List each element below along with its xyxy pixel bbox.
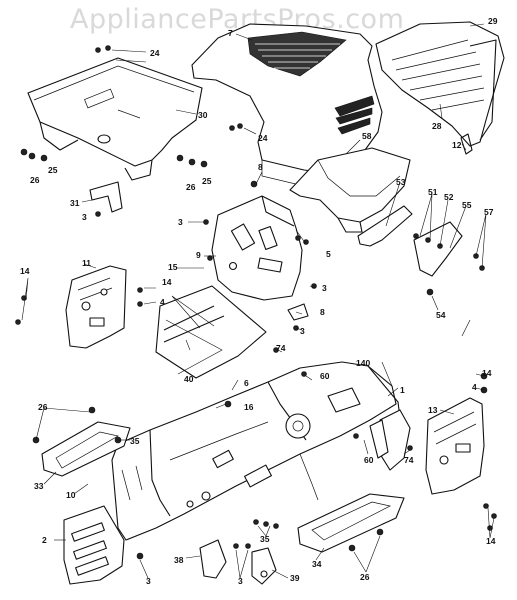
callout-3: 3 xyxy=(322,283,327,293)
callout-28: 28 xyxy=(432,121,442,131)
callout-26: 26 xyxy=(186,182,196,192)
callout-57: 57 xyxy=(484,207,494,217)
callout-8: 8 xyxy=(320,307,325,317)
callout-24: 24 xyxy=(150,48,160,58)
dash-panel xyxy=(27,57,203,181)
callout-14: 14 xyxy=(486,536,496,546)
callout-55: 55 xyxy=(462,200,472,210)
callout-3: 3 xyxy=(178,217,183,227)
callout-3: 3 xyxy=(300,326,305,336)
callout-8: 8 xyxy=(258,162,263,172)
callout-51: 51 xyxy=(428,187,438,197)
bracket-38 xyxy=(199,539,227,579)
callout-40: 40 xyxy=(184,374,194,384)
callout-3: 3 xyxy=(238,576,243,586)
air-baffle xyxy=(289,147,411,233)
callout-30: 30 xyxy=(198,110,208,120)
callout-4: 4 xyxy=(472,382,477,392)
callout-11: 11 xyxy=(82,258,91,268)
callout-9: 9 xyxy=(196,250,201,260)
rear-plate xyxy=(63,505,125,585)
callout-10: 10 xyxy=(66,490,76,500)
callout-2: 2 xyxy=(42,535,47,545)
fastener-group xyxy=(15,45,497,560)
callout-26: 26 xyxy=(360,572,370,582)
callout-25: 25 xyxy=(202,176,212,186)
hood-latch xyxy=(460,133,473,155)
callout-3: 3 xyxy=(146,576,151,586)
leader-lines xyxy=(21,23,495,579)
callout-38: 38 xyxy=(174,555,184,565)
callout-26: 26 xyxy=(38,402,48,412)
callout-14: 14 xyxy=(162,277,172,287)
callout-4: 4 xyxy=(160,297,165,307)
callout-35: 35 xyxy=(130,436,140,446)
dash-bracket xyxy=(89,181,123,213)
dash-support-panel xyxy=(155,285,267,379)
left-side-panel xyxy=(65,265,127,349)
callout-1: 1 xyxy=(400,385,405,395)
callout-54: 54 xyxy=(436,310,446,320)
hood-bracket-left xyxy=(357,205,413,247)
rear-bracket-60 xyxy=(369,419,389,459)
callout-6: 6 xyxy=(244,378,249,388)
right-side-panel xyxy=(425,397,485,495)
callout-58: 58 xyxy=(362,131,372,141)
callout-74: 74 xyxy=(276,343,286,353)
callout-15: 15 xyxy=(168,262,178,272)
callout-140: 140 xyxy=(356,358,370,368)
bracket-39 xyxy=(251,547,277,585)
callout-53: 53 xyxy=(396,177,406,187)
callout-60: 60 xyxy=(320,371,330,381)
left-footrest xyxy=(41,421,131,477)
callout-39: 39 xyxy=(290,573,300,583)
dash-mount-bracket xyxy=(211,195,303,301)
hood-bracket-right xyxy=(413,221,463,277)
hood xyxy=(191,23,383,187)
callout-3: 3 xyxy=(82,212,87,222)
right-footrest xyxy=(297,493,405,553)
callout-12: 12 xyxy=(452,140,462,150)
callout-74: 74 xyxy=(404,455,414,465)
callout-14: 14 xyxy=(20,266,30,276)
support-bar xyxy=(163,305,225,343)
callout-35: 35 xyxy=(260,534,270,544)
callout-34: 34 xyxy=(312,559,322,569)
callout-14: 14 xyxy=(482,368,492,378)
grille xyxy=(375,21,505,147)
callout-24: 24 xyxy=(258,133,268,143)
callout-16: 16 xyxy=(244,402,254,412)
callout-7: 7 xyxy=(228,28,233,38)
callout-33: 33 xyxy=(34,481,44,491)
callout-26: 26 xyxy=(30,175,40,185)
small-clip xyxy=(287,303,309,321)
callout-labels: 24 30 24 7 29 28 12 58 25 26 26 25 8 31 … xyxy=(20,16,498,586)
callout-5: 5 xyxy=(326,249,331,259)
callout-60: 60 xyxy=(364,455,374,465)
callout-13: 13 xyxy=(428,405,438,415)
callout-52: 52 xyxy=(444,192,454,202)
callout-29: 29 xyxy=(488,16,498,26)
callout-31: 31 xyxy=(70,198,80,208)
callout-25: 25 xyxy=(48,165,58,175)
